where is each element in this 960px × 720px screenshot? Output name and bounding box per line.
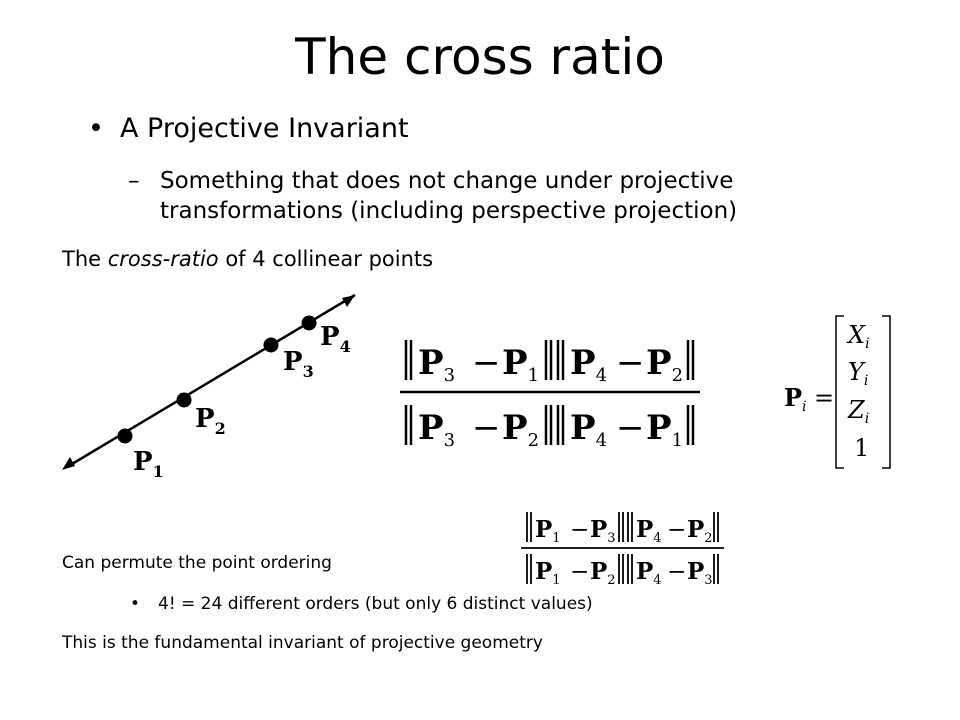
- collinear-points-diagram: P1 P2 P3 P4: [62, 293, 356, 481]
- cross-ratio-intro: The cross-ratio of 4 collinear points: [62, 247, 433, 271]
- left-bracket: [835, 315, 844, 469]
- formula-numerator: P3 − P1 P4 − P2: [418, 343, 683, 390]
- vector-entry-y: Yi: [848, 358, 868, 389]
- intro-suffix: of 4 collinear points: [218, 247, 434, 271]
- permute-note: Can permute the point ordering: [62, 553, 332, 573]
- sub-bullet-line-2: transformations (including perspective p…: [160, 198, 738, 224]
- label-p3: P3: [283, 347, 314, 381]
- vector-entry-z: Zi: [847, 396, 869, 427]
- label-p4: P4: [320, 322, 351, 356]
- bullet-marker: •: [88, 113, 104, 144]
- vector-lhs: Pi: [784, 383, 807, 415]
- sub-bullet-line-1: Something that does not change under pro…: [160, 168, 734, 194]
- bullet-text: A Projective Invariant: [120, 113, 409, 144]
- fundamental-invariant-note: This is the fundamental invariant of pro…: [62, 633, 543, 653]
- small-formula-denominator: P1 − P2 P4 − P3: [535, 558, 713, 590]
- permuted-cross-ratio-formula: P1 − P3 P4 − P2 P1 − P2 P4 − P3: [521, 512, 724, 590]
- arrow-head-upper-icon: [342, 295, 355, 307]
- homogeneous-point-vector: Pi = Xi Yi Zi 1: [784, 315, 891, 469]
- small-bullet-marker: •: [130, 594, 141, 614]
- formula-denominator: P3 − P2 P4 − P1: [418, 408, 683, 452]
- right-bracket: [882, 315, 891, 469]
- label-p1: P1: [133, 447, 164, 481]
- vector-entry-one: 1: [854, 434, 869, 462]
- intro-prefix: The: [62, 247, 108, 271]
- slide-title: The cross ratio: [295, 28, 665, 86]
- small-formula-numerator: P1 − P3 P4 − P2: [535, 516, 713, 548]
- vector-equals: =: [814, 384, 834, 412]
- point-p2: [176, 392, 192, 408]
- label-p2: P2: [195, 404, 226, 438]
- arrow-head-lower-icon: [62, 457, 75, 470]
- point-p3: [263, 337, 279, 353]
- vector-entry-x: Xi: [846, 321, 870, 352]
- point-p4: [301, 315, 317, 331]
- sub-bullet-text: Something that does not change under pro…: [160, 166, 737, 226]
- cross-ratio-formula: P3 − P1 P4 − P2 P3 − P2 P4 − P1: [400, 340, 700, 452]
- intro-italic-term: cross-ratio: [107, 247, 219, 271]
- orders-bullet-text: 4! = 24 different orders (but only 6 dis…: [158, 594, 593, 614]
- dash-marker: –: [128, 168, 140, 194]
- point-p1: [117, 428, 133, 444]
